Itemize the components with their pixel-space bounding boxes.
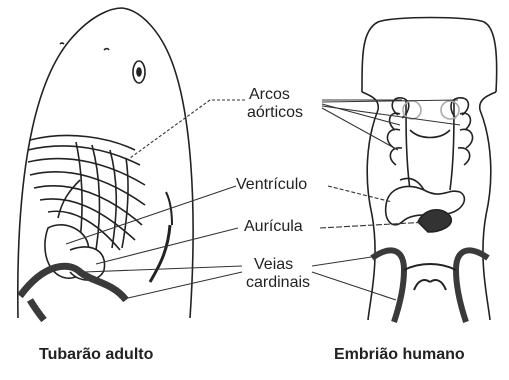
label-veias-line2: cardinais: [246, 274, 310, 291]
label-arcos-line2: aórticos: [247, 104, 303, 121]
embryo-head: [362, 18, 497, 93]
label-ventriculo: Ventrículo: [236, 176, 307, 193]
shark-figure: [18, 8, 193, 320]
shark-nostril: [104, 49, 109, 51]
label-auricula: Aurícula: [244, 218, 303, 235]
embryo-cardinal-veins: [372, 250, 404, 322]
label-veias-line1: Veias: [254, 256, 293, 273]
leader-veias-shark-2: [128, 272, 242, 298]
leader-veias-embryo-2: [312, 272, 396, 300]
label-arcos-line1: Arcos: [249, 86, 290, 103]
leader-ventriculo-embryo: [328, 186, 392, 202]
leader-veias-shark-1: [84, 266, 242, 272]
caption-shark: Tubarão adulto: [39, 346, 153, 364]
caption-embryo: Embrião humano: [334, 346, 465, 364]
leader-veias-embryo-1: [312, 256, 378, 266]
embryo-figure: [362, 18, 497, 323]
